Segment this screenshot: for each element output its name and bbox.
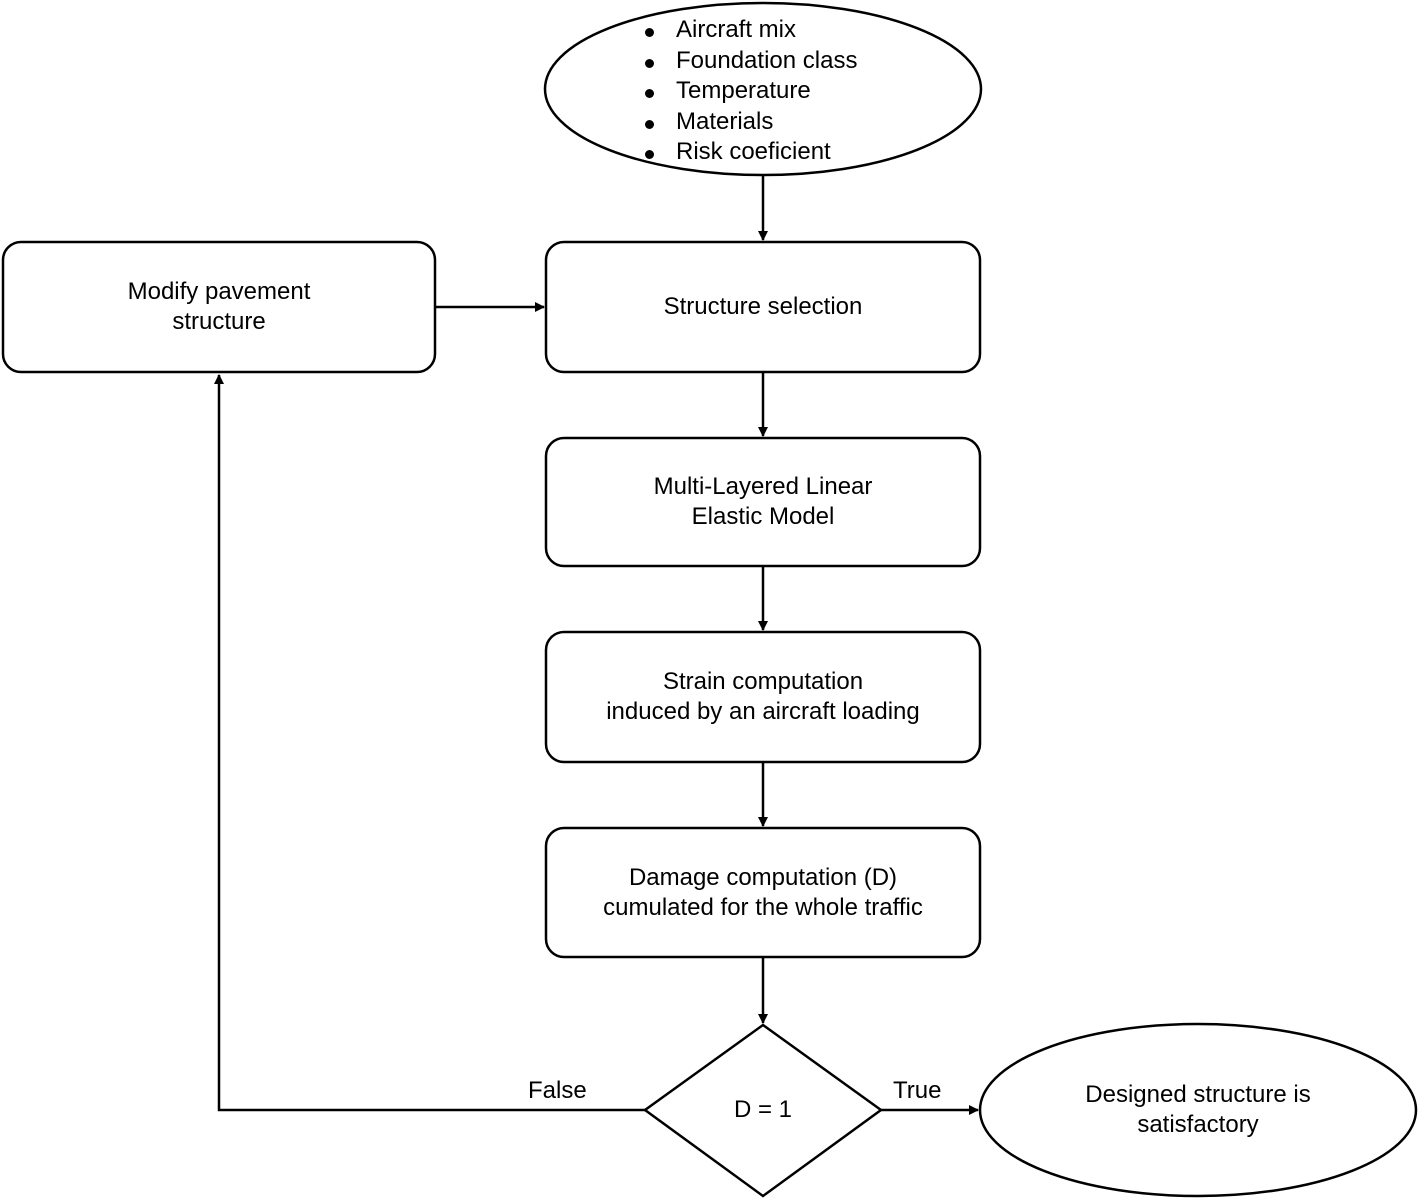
decision-diamond — [642, 1023, 884, 1198]
strain-label: Strain computation induced by an aircraf… — [546, 632, 980, 762]
decision-text: D = 1 — [733, 1096, 793, 1123]
input-item: Foundation class — [645, 46, 857, 77]
damage-text-line1: Damage computation (D) — [628, 863, 898, 891]
modify-structure-text-line1: Modify pavement — [127, 278, 311, 305]
structure-selection-label: Structure selection — [546, 242, 980, 372]
true-edge-label: True — [893, 1077, 942, 1104]
damage-box — [544, 826, 982, 959]
arrow-false-to-modify — [214, 374, 645, 1112]
input-item: Temperature — [645, 76, 857, 107]
input-item: Risk coeficient — [645, 137, 857, 168]
model-box — [544, 436, 982, 568]
strain-box — [544, 630, 982, 764]
input-item: Aircraft mix — [645, 15, 857, 46]
result-label: Designed structure is satisfactory — [980, 1024, 1416, 1196]
false-edge-label: False — [528, 1077, 587, 1104]
damage-text-line2: cumulated for the whole traffic — [603, 893, 923, 921]
decision-label: D = 1 — [645, 1080, 881, 1140]
structure-selection-box — [544, 240, 982, 374]
damage-label: Damage computation (D) cumulated for the… — [546, 828, 980, 957]
result-text-line2: satisfactory — [1137, 1111, 1259, 1138]
inputs-ellipse — [543, 1, 983, 177]
strain-text-line1: Strain computation — [662, 668, 864, 695]
input-item: Materials — [645, 107, 857, 138]
result-ellipse — [978, 1022, 1418, 1198]
model-text-line1: Multi-Layered Linear — [653, 473, 873, 500]
inputs-list: Aircraft mix Foundation class Temperatur… — [645, 15, 857, 168]
strain-text-line2: induced by an aircraft loading — [606, 698, 920, 725]
modify-structure-text-line2: structure — [172, 308, 266, 335]
result-text-line1: Designed structure is — [1085, 1081, 1311, 1108]
structure-selection-text: Structure selection — [663, 293, 863, 320]
model-label: Multi-Layered Linear Elastic Model — [546, 438, 980, 566]
modify-structure-box — [1, 240, 437, 374]
modify-structure-label: Modify pavement structure — [3, 242, 435, 372]
model-text-line2: Elastic Model — [691, 503, 835, 530]
